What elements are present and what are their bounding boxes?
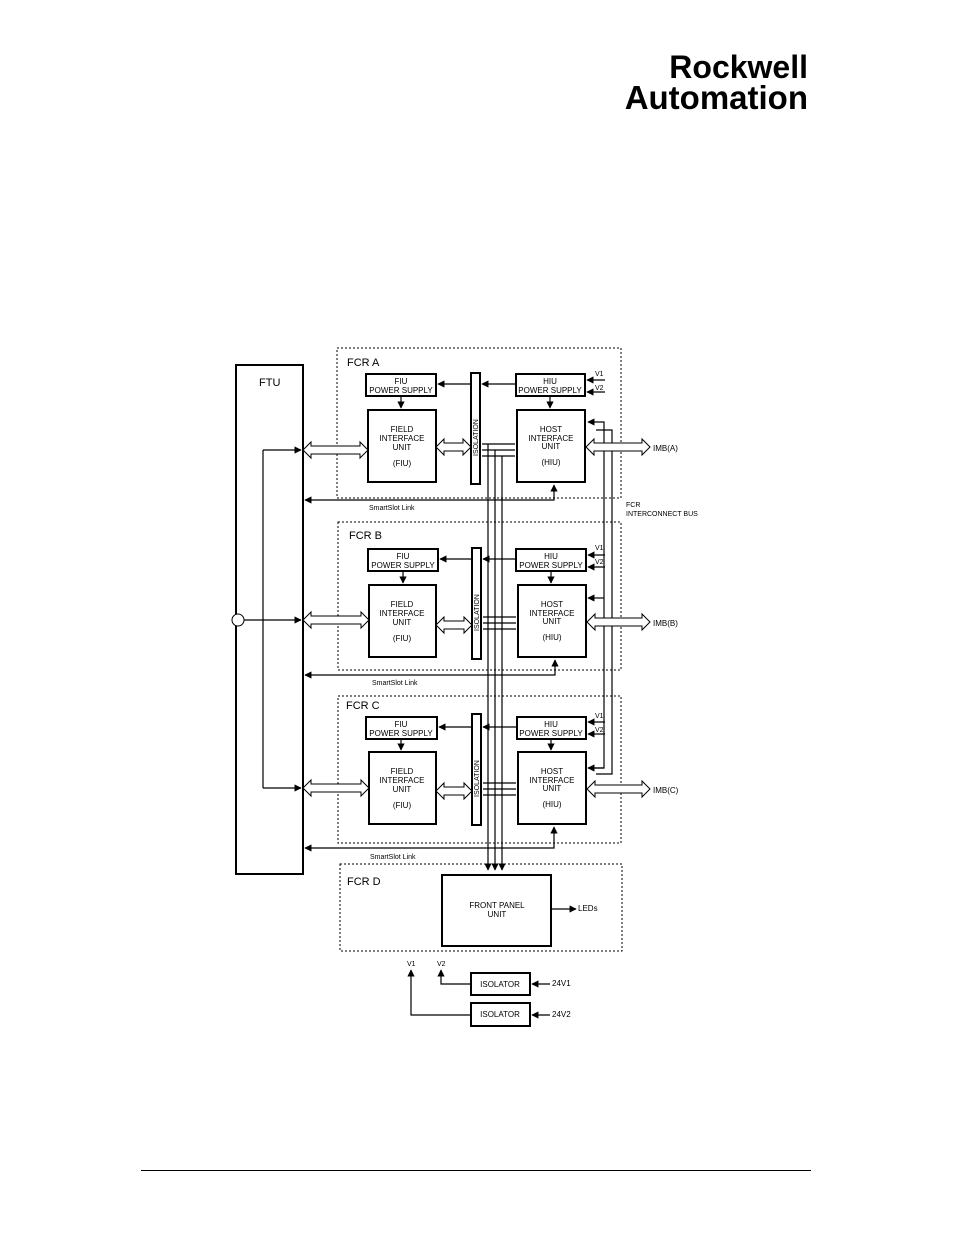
svg-text:(FIU): (FIU): [393, 459, 412, 468]
ftu-fiu-a-bus-arrow: [302, 440, 369, 460]
svg-text:INTERFACE: INTERFACE: [530, 609, 575, 618]
svg-text:INTERFACE: INTERFACE: [530, 776, 575, 785]
svg-text:UNIT: UNIT: [543, 617, 562, 626]
svg-text:UNIT: UNIT: [393, 785, 412, 794]
hiu-imb-b-bus-arrow: [586, 612, 651, 632]
svg-text:(HIU): (HIU): [541, 458, 560, 467]
svg-text:24V2: 24V2: [552, 1010, 571, 1019]
fcr-c-isolation-barrier: [471, 713, 482, 826]
fiu-isolation-a-bus-arrow: [435, 437, 472, 457]
fcr-a-isolation-barrier: [470, 372, 481, 485]
fcr-b-host-interface-unit: [517, 584, 587, 658]
ftu-label: FTU: [259, 377, 280, 389]
logo-line-automation: Automation: [625, 79, 808, 116]
svg-text:V2: V2: [595, 385, 604, 392]
fcr-b-isolation-barrier: [471, 547, 482, 660]
imb-b-label: IMB(B): [653, 619, 678, 628]
svg-text:FRONT PANEL: FRONT PANEL: [469, 901, 525, 910]
svg-text:HIU: HIU: [543, 377, 557, 386]
svg-text:POWER SUPPLY: POWER SUPPLY: [369, 729, 433, 738]
svg-text:ISOLATION: ISOLATION: [474, 594, 481, 631]
leds-label: LEDs: [578, 904, 598, 913]
svg-text:V1: V1: [407, 961, 416, 968]
svg-text:INTERCONNECT BUS: INTERCONNECT BUS: [626, 511, 698, 518]
svg-text:HOST: HOST: [541, 600, 563, 609]
svg-text:INTERFACE: INTERFACE: [380, 776, 425, 785]
svg-text:V2: V2: [595, 727, 604, 734]
svg-text:UNIT: UNIT: [543, 784, 562, 793]
svg-text:HIU: HIU: [544, 720, 558, 729]
svg-text:(FIU): (FIU): [393, 634, 412, 643]
svg-text:FIELD: FIELD: [391, 600, 414, 609]
ftu-fiu-c-bus-arrow: [302, 778, 370, 798]
svg-text:V1: V1: [595, 371, 604, 378]
svg-text:UNIT: UNIT: [393, 618, 412, 627]
fcr-a-title: FCR A: [347, 357, 380, 369]
fcr-c-title: FCR C: [346, 700, 380, 712]
fcr-b-field-interface-unit: [368, 584, 437, 658]
svg-text:FIU: FIU: [397, 552, 410, 561]
imb-a-label: IMB(A): [653, 444, 678, 453]
front-panel-unit: [441, 874, 552, 947]
fcr-d-region: [339, 863, 623, 952]
svg-text:ISOLATOR: ISOLATOR: [480, 980, 520, 989]
fcr-b-smartslot-label: SmartSlot Link: [372, 680, 418, 687]
svg-text:FIELD: FIELD: [391, 425, 414, 434]
svg-text:POWER SUPPLY: POWER SUPPLY: [519, 729, 583, 738]
logo-line-rockwell: Rockwell: [669, 49, 808, 85]
svg-text:INTERFACE: INTERFACE: [380, 609, 425, 618]
rockwell-automation-logo: Rockwell Automation: [625, 49, 808, 116]
svg-text:POWER SUPPLY: POWER SUPPLY: [369, 386, 433, 395]
svg-text:UNIT: UNIT: [488, 910, 507, 919]
bidirectional-bus-arrows: [302, 437, 651, 801]
hiu-imb-a-bus-arrow: [585, 437, 651, 457]
svg-text:INTERFACE: INTERFACE: [380, 434, 425, 443]
svg-text:HIU: HIU: [544, 552, 558, 561]
svg-text:HOST: HOST: [541, 767, 563, 776]
svg-text:ISOLATION: ISOLATION: [473, 419, 480, 456]
svg-text:V1: V1: [595, 713, 604, 720]
fiu-isolation-c-bus-arrow: [435, 781, 473, 801]
svg-text:UNIT: UNIT: [393, 443, 412, 452]
fcr-c-smartslot-label: SmartSlot Link: [370, 854, 416, 861]
svg-text:V1: V1: [595, 545, 604, 552]
hiu-imb-c-bus-arrow: [586, 779, 651, 799]
fcr-c-field-interface-unit: [368, 751, 437, 825]
svg-text:24V1: 24V1: [552, 979, 571, 988]
svg-text:V2: V2: [437, 961, 446, 968]
imb-c-label: IMB(C): [653, 786, 679, 795]
ftu-connector: [231, 613, 245, 627]
fiu-isolation-b-bus-arrow: [435, 615, 473, 635]
svg-text:FIU: FIU: [395, 720, 408, 729]
fcr-d-title: FCR D: [347, 876, 381, 888]
svg-text:FIELD: FIELD: [391, 767, 414, 776]
fcr-a-field-interface-unit: [367, 409, 437, 483]
fcr-c-region: [337, 695, 622, 844]
fcr-c-host-interface-unit: [517, 751, 587, 825]
svg-text:UNIT: UNIT: [542, 442, 561, 451]
svg-text:(HIU): (HIU): [542, 800, 561, 809]
fcr-a-host-interface-unit: [516, 409, 586, 483]
svg-text:ISOLATION: ISOLATION: [474, 760, 481, 797]
svg-text:FIU: FIU: [395, 377, 408, 386]
svg-text:POWER SUPPLY: POWER SUPPLY: [519, 561, 583, 570]
fcr-a-smartslot-label: SmartSlot Link: [369, 505, 415, 512]
front-panel-bus: [482, 443, 516, 871]
svg-text:V2: V2: [595, 559, 604, 566]
svg-text:(HIU): (HIU): [542, 633, 561, 642]
svg-text:POWER SUPPLY: POWER SUPPLY: [518, 386, 582, 395]
svg-text:POWER SUPPLY: POWER SUPPLY: [371, 561, 435, 570]
svg-text:HOST: HOST: [540, 425, 562, 434]
svg-text:(FIU): (FIU): [393, 801, 412, 810]
ftu-fiu-b-bus-arrow: [302, 610, 370, 630]
svg-text:INTERFACE: INTERFACE: [529, 434, 574, 443]
svg-text:ISOLATOR: ISOLATOR: [480, 1010, 520, 1019]
fcr-b-title: FCR B: [349, 530, 382, 542]
footer-rule: [141, 1170, 811, 1171]
svg-text:FCR: FCR: [626, 502, 640, 509]
